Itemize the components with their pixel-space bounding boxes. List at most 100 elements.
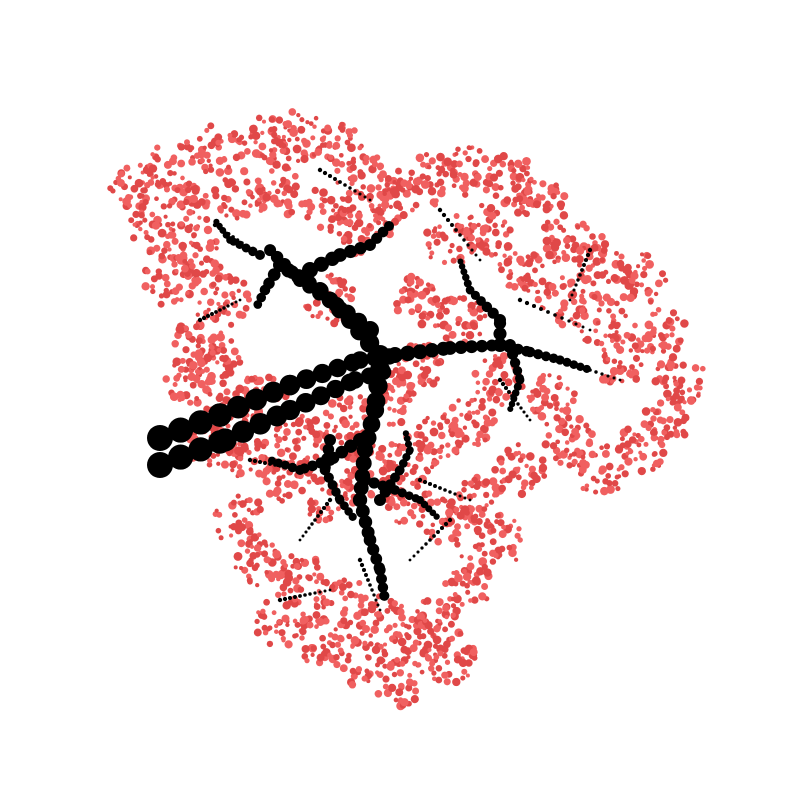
twig-circle [606, 374, 610, 378]
foliage-dot [482, 437, 488, 443]
foliage-dot [316, 572, 325, 581]
foliage-dot [283, 422, 288, 428]
foliage-dot [679, 389, 686, 396]
foliage-dot [427, 665, 435, 672]
foliage-dot [376, 220, 382, 226]
foliage-dot [658, 270, 667, 278]
foliage-dot [598, 233, 606, 241]
foliage-dot [516, 526, 522, 532]
foliage-dot [367, 601, 376, 609]
foliage-dot [428, 255, 433, 260]
foliage-dot [291, 438, 299, 445]
foliage-dot [475, 504, 484, 513]
foliage-dot [338, 583, 347, 591]
foliage-dot [522, 156, 531, 166]
twig-circle [503, 385, 509, 391]
foliage-dot [225, 423, 231, 429]
branch-circle [402, 430, 410, 437]
branch-circle [402, 453, 411, 462]
twig-circle [539, 307, 543, 311]
foliage-dot [231, 185, 240, 193]
foliage-dot [288, 553, 295, 560]
foliage-dot [615, 486, 621, 492]
foliage-dot [593, 328, 599, 334]
foliage-dot [494, 519, 500, 525]
twig-circle [581, 325, 585, 329]
foliage-dot [497, 519, 505, 527]
foliage-dot [312, 572, 317, 577]
foliage-dot [319, 634, 326, 642]
foliage-dot [629, 287, 639, 296]
foliage-dot [443, 678, 451, 686]
twig-circle [454, 228, 458, 232]
foliage-dot [246, 449, 252, 456]
foliage-dot [666, 416, 674, 424]
foliage-dot [645, 260, 654, 269]
branch-circle [493, 338, 507, 352]
foliage-dot [433, 498, 442, 506]
foliage-dot [404, 632, 410, 638]
twig-circle [298, 594, 302, 598]
foliage-dot [242, 290, 252, 299]
foliage-dot [517, 280, 524, 287]
foliage-dot [215, 360, 220, 365]
foliage-dot [188, 158, 196, 166]
foliage-dot [500, 223, 505, 228]
foliage-dot [207, 122, 215, 130]
foliage-dot [403, 370, 413, 380]
foliage-dot [378, 466, 388, 476]
twig-circle [470, 248, 474, 252]
foliage-dot [417, 633, 423, 640]
foliage-dot [623, 331, 631, 339]
foliage-dot [204, 127, 210, 133]
foliage-dot [161, 247, 168, 254]
foliage-dot [302, 139, 311, 148]
foliage-dot [397, 682, 405, 690]
foliage-dot [528, 176, 534, 182]
branch-circle [457, 258, 464, 265]
foliage-dot [265, 373, 273, 382]
foliage-dot [579, 329, 584, 334]
foliage-dot [336, 230, 343, 237]
foliage-dot [334, 167, 341, 174]
foliage-dot [306, 621, 314, 629]
branch-circle [280, 460, 290, 470]
foliage-dot [614, 321, 621, 328]
foliage-dot [412, 177, 422, 186]
foliage-dot [502, 231, 510, 238]
foliage-dot [448, 579, 453, 584]
foliage-dot [269, 194, 279, 203]
foliage-dot [248, 134, 254, 140]
foliage-dot [146, 249, 153, 256]
foliage-dot [368, 641, 374, 647]
branch-circle [358, 515, 373, 529]
foliage-dot [652, 450, 658, 457]
foliage-dot [462, 572, 472, 581]
branch-circle [508, 400, 516, 408]
foliage-dot [481, 550, 488, 557]
foliage-dot [429, 198, 438, 207]
foliage-dot [216, 347, 222, 353]
foliage-dot [556, 375, 562, 381]
foliage-dot [639, 282, 645, 288]
foliage-dot [142, 217, 148, 223]
foliage-dot [312, 430, 321, 439]
foliage-dot [186, 208, 194, 216]
foliage-dot [558, 320, 567, 329]
foliage-dot [284, 569, 293, 578]
foliage-dot [390, 421, 396, 427]
foliage-dot [580, 288, 586, 294]
foliage-dot [178, 221, 185, 227]
branch-circle [249, 412, 272, 435]
foliage-dot [209, 345, 215, 351]
foliage-dot [628, 277, 636, 284]
foliage-dot [538, 456, 547, 465]
foliage-dot [355, 211, 363, 220]
twig-circle [578, 273, 582, 277]
foliage-dot [174, 187, 181, 194]
foliage-dot [565, 386, 570, 391]
foliage-dot [187, 372, 196, 381]
foliage-dot [453, 506, 460, 513]
foliage-dot [469, 178, 478, 187]
twig-circle [612, 376, 616, 380]
